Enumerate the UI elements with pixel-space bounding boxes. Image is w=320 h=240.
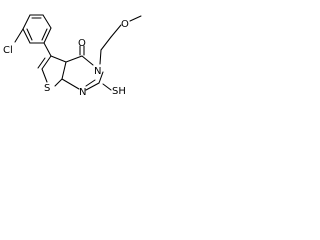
atom-labels: Cl O O N N S SH xyxy=(3,19,129,98)
thiophene-sulfur-label: S xyxy=(44,83,50,94)
structure-diagram: Cl O O N N S SH xyxy=(3,14,142,98)
bond-lines xyxy=(14,14,142,91)
chlorine-label: Cl xyxy=(3,45,13,56)
methoxy-oxygen-label: O xyxy=(121,19,129,30)
ring-nitrogen-3-label: N xyxy=(94,66,101,77)
carbonyl-oxygen-label: O xyxy=(78,38,86,49)
thiol-label: SH xyxy=(112,86,126,97)
ring-nitrogen-1-label: N xyxy=(79,87,86,98)
